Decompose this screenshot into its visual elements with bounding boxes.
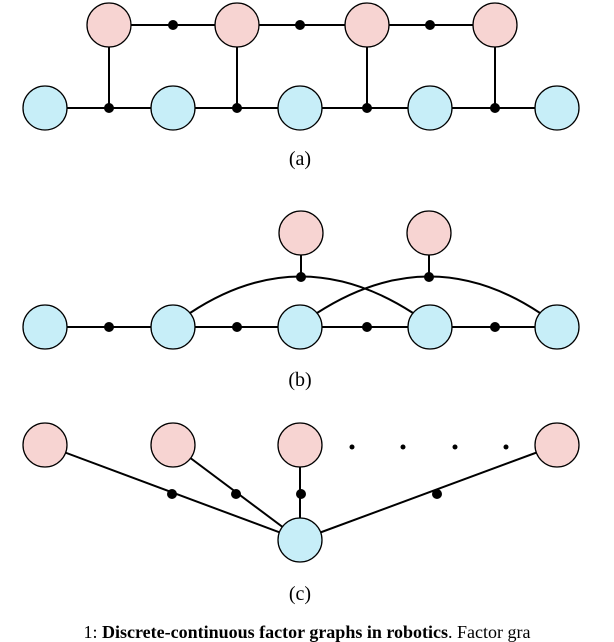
discrete-factor-2 [295,20,305,30]
ellipsis-dot-2 [400,444,406,450]
panel-b-graph [22,210,580,350]
hybrid-factor-1 [296,272,306,282]
hybrid-factor-1 [167,489,177,499]
discrete-node-2 [150,422,196,468]
odometry-factor-4 [490,322,500,332]
discrete-node-4 [534,422,580,468]
ellipsis-dot-3 [452,444,458,450]
continuous-node-3 [277,85,323,131]
odometry-factor-1 [104,322,114,332]
discrete-node-4 [472,2,518,48]
discrete-node-1 [86,2,132,48]
continuous-node-5 [534,304,580,350]
continuous-node-2 [150,85,196,131]
discrete-node-1 [22,422,68,468]
discrete-factor-3 [425,20,435,30]
odometry-factor-2 [232,322,242,332]
continuous-node-4 [407,85,453,131]
continuous-node-3 [277,304,323,350]
hybrid-factor-4 [432,489,442,499]
hybrid-factor-1 [104,103,114,113]
discrete-factor-1 [168,20,178,30]
discrete-node-1 [278,210,324,256]
caption-rest: . Factor gra [448,622,531,642]
hybrid-factor-3 [362,103,372,113]
discrete-node-3 [344,2,390,48]
hybrid-factor-2 [231,489,241,499]
discrete-node-2 [406,210,452,256]
ellipsis-dot-4 [503,444,509,450]
panel-c-graph [22,422,580,563]
hybrid-factor-2 [232,103,242,113]
hybrid-factor-3 [296,489,306,499]
panel-a-label: (a) [289,148,311,170]
continuous-node-1 [22,85,68,131]
star-edge-4 [299,444,558,541]
panel-a-graph [22,2,580,131]
continuous-node-2 [150,304,196,350]
ellipsis-dot-1 [349,444,355,450]
hybrid-factor-4 [490,103,500,113]
odometry-factor-3 [362,322,372,332]
hybrid-factor-2 [424,272,434,282]
continuous-node-4 [407,304,453,350]
panel-c-label: (c) [289,583,311,605]
discrete-node-3 [277,422,323,468]
continuous-node-5 [534,85,580,131]
continuous-node-center [277,517,323,563]
caption-prefix: 1: [83,622,103,642]
figure-caption: 1: Discrete-continuous factor graphs in … [0,622,614,642]
caption-title: Discrete-continuous factor graphs in rob… [102,622,449,642]
continuous-node-1 [22,304,68,350]
panel-b-label: (b) [288,369,311,391]
discrete-node-2 [214,2,260,48]
